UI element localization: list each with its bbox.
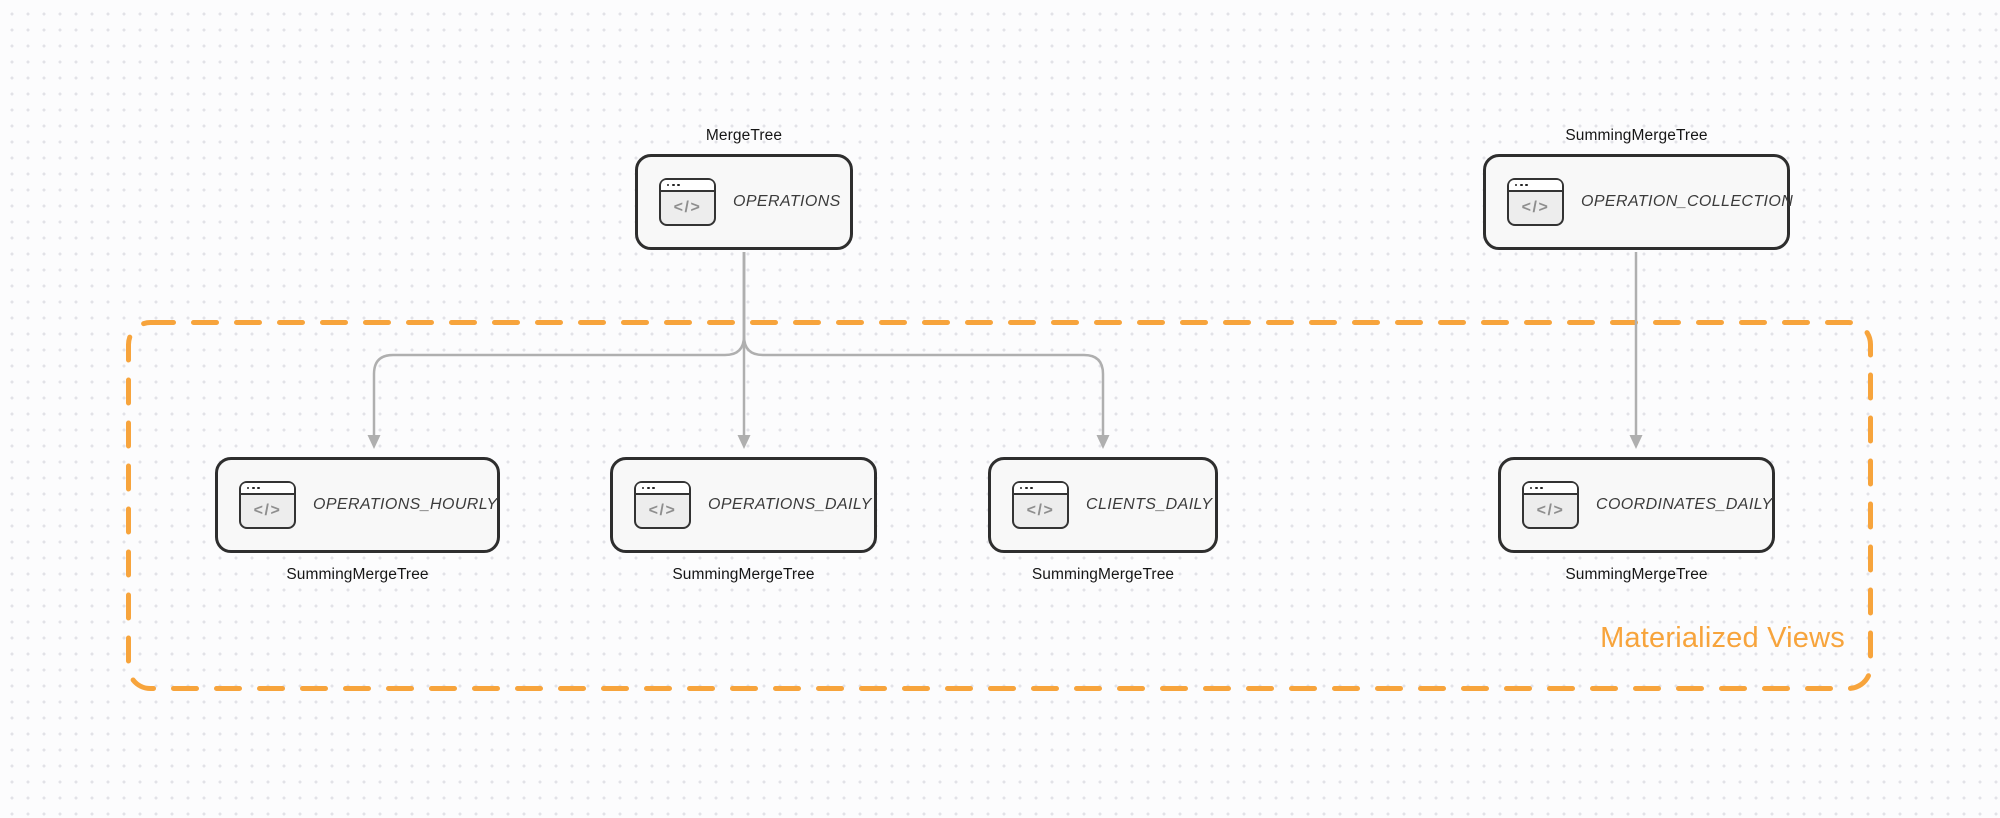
window-dot <box>1529 486 1533 490</box>
engine-label: SummingMergeTree <box>1031 566 1175 583</box>
edge-operations-to-clients-daily[interactable] <box>742 252 1110 449</box>
table-node-box[interactable]: </> OPERATIONS <box>635 154 853 250</box>
window-titlebar <box>1524 483 1577 495</box>
table-name: CLIENTS_DAILY <box>1086 496 1213 513</box>
engine-label: SummingMergeTree <box>672 566 815 583</box>
code-window-icon: </> <box>1507 178 1564 226</box>
engine-label: SummingMergeTree <box>286 566 429 583</box>
window-dot <box>257 486 260 490</box>
table-node-operations-hourly[interactable]: </> OPERATIONS_HOURLY SummingMergeTree <box>215 457 500 588</box>
table-node-operation-collection[interactable]: SummingMergeTree </> OPERATION_COLLECTIO… <box>1483 123 1794 250</box>
table-node-box[interactable]: </> CLIENTS_DAILY <box>988 457 1218 553</box>
window-titlebar <box>241 483 294 495</box>
window-dot <box>251 486 255 490</box>
window-dot <box>671 183 675 187</box>
code-glyph: </> <box>648 502 677 519</box>
engine-label: SummingMergeTree <box>1565 566 1708 583</box>
window-titlebar <box>1509 180 1562 192</box>
window-dot <box>677 183 680 187</box>
engine-label: SummingMergeTree <box>1565 127 1708 144</box>
table-name: OPERATIONS <box>733 193 841 210</box>
table-name: COORDINATES_DAILY <box>1596 496 1773 513</box>
window-titlebar <box>661 180 714 192</box>
window-titlebar <box>1014 483 1067 495</box>
window-dot <box>1514 183 1518 187</box>
table-node-clients-daily[interactable]: </> CLIENTS_DAILY SummingMergeTree <box>988 457 1218 588</box>
code-glyph: </> <box>1521 199 1550 216</box>
code-glyph: </> <box>1026 502 1055 519</box>
window-dot <box>1534 486 1538 490</box>
window-dot <box>641 486 645 490</box>
window-dot <box>1525 183 1528 187</box>
code-glyph: </> <box>1536 502 1565 519</box>
table-node-box[interactable]: </> OPERATIONS_DAILY <box>610 457 877 553</box>
table-name: OPERATIONS_HOURLY <box>313 496 498 513</box>
window-dot <box>246 486 250 490</box>
window-dot <box>1519 183 1523 187</box>
table-name: OPERATIONS_DAILY <box>708 496 872 513</box>
code-window-icon: </> <box>634 481 691 529</box>
materialized-views-group-box[interactable] <box>126 320 1873 691</box>
code-glyph: </> <box>253 502 282 519</box>
code-glyph: </> <box>673 199 702 216</box>
materialized-views-group-label: Materialized Views <box>1600 622 1845 654</box>
code-window-icon: </> <box>1012 481 1069 529</box>
window-titlebar <box>636 483 689 495</box>
table-node-box[interactable]: </> OPERATION_COLLECTION <box>1483 154 1794 250</box>
table-node-box[interactable]: </> COORDINATES_DAILY <box>1498 457 1775 553</box>
code-window-icon: </> <box>1522 481 1579 529</box>
table-node-box[interactable]: </> OPERATIONS_HOURLY <box>215 457 500 553</box>
window-dot <box>1540 486 1543 490</box>
window-dot <box>1019 486 1023 490</box>
table-name: OPERATION_COLLECTION <box>1581 193 1794 210</box>
code-window-icon: </> <box>659 178 716 226</box>
window-dot <box>646 486 650 490</box>
window-dot <box>1030 486 1033 490</box>
window-dot <box>652 486 655 490</box>
engine-label: MergeTree <box>705 127 783 144</box>
code-window-icon: </> <box>239 481 296 529</box>
window-dot <box>1024 486 1028 490</box>
table-node-operations[interactable]: MergeTree </> OPERATIONS <box>635 123 853 250</box>
window-dot <box>666 183 670 187</box>
table-node-operations-daily[interactable]: </> OPERATIONS_DAILY SummingMergeTree <box>610 457 877 588</box>
table-node-coordinates-daily[interactable]: </> COORDINATES_DAILY SummingMergeTree <box>1498 457 1775 588</box>
edge-operations-to-operations-hourly[interactable] <box>367 252 746 449</box>
